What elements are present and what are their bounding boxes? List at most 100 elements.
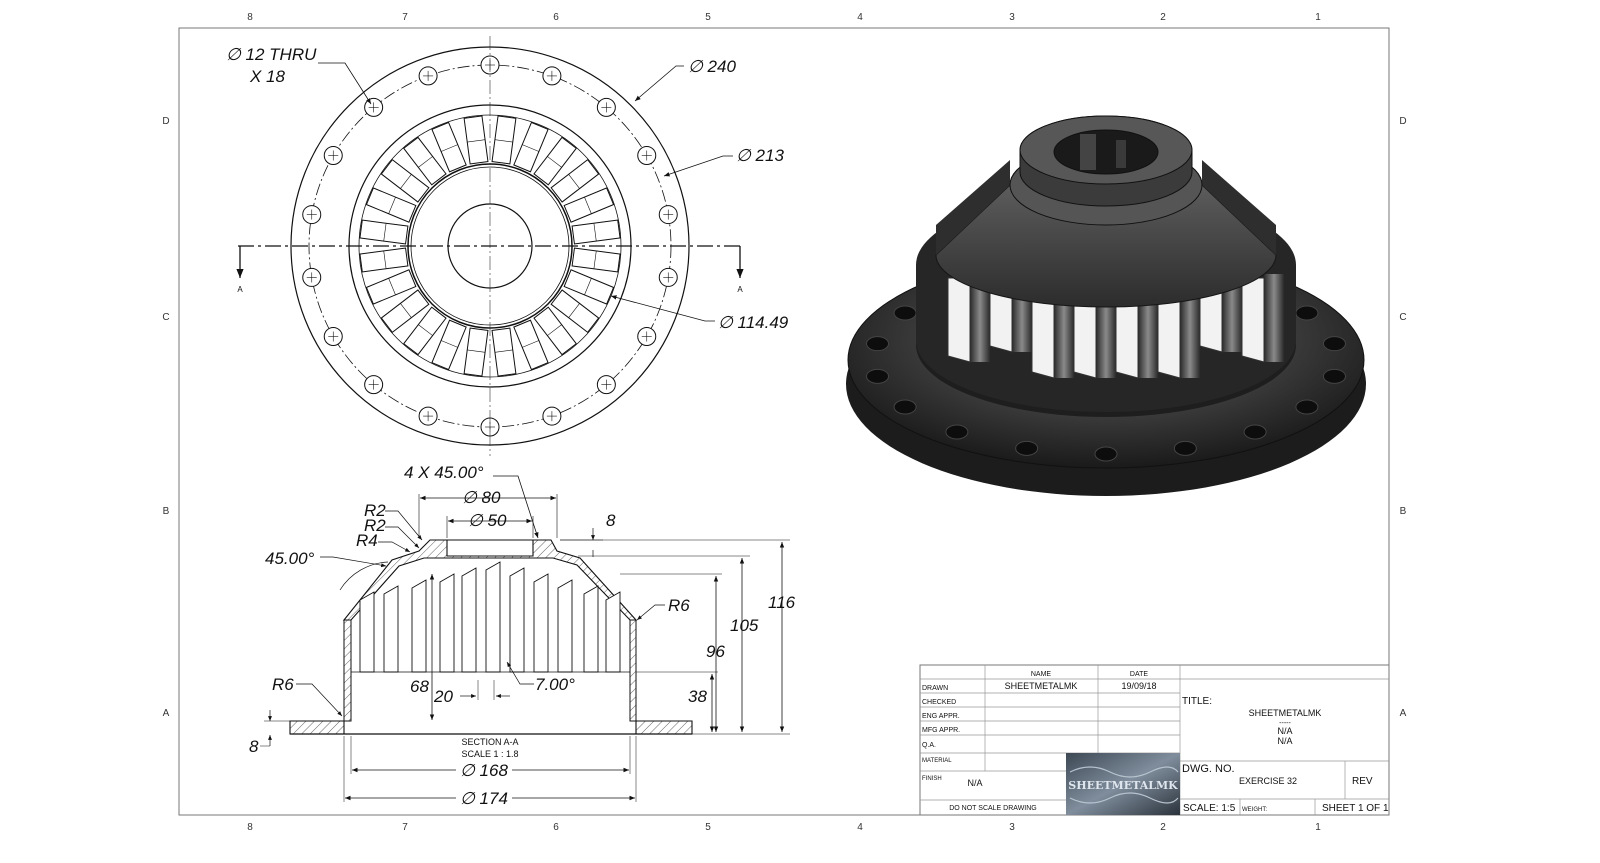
cage-slot <box>550 289 600 333</box>
dim-dia-213: ∅ 213 <box>736 146 784 165</box>
hub-inner-slat-2 <box>1116 140 1126 168</box>
tb-row-material: MATERIAL <box>922 758 952 764</box>
zone-row-right-D: D <box>1399 116 1406 127</box>
height-105: 105 <box>730 616 759 635</box>
tb-do-not-scale: DO NOT SCALE DRAWING <box>949 805 1037 812</box>
bolt-hole <box>302 267 322 287</box>
dim-dia-80: ∅ 80 <box>462 488 501 507</box>
tb-drawn-name: SHEETMETALMK <box>1005 681 1078 691</box>
bolt-hole <box>542 66 562 86</box>
logo-text: SHEETMETALMK <box>1068 779 1178 792</box>
wall-left <box>343 619 352 722</box>
zone-row-right-C: C <box>1399 312 1406 323</box>
tb-title-line1: SHEETMETALMK <box>1249 708 1322 718</box>
section-slot <box>509 567 525 673</box>
iso-bolt-hole <box>1094 446 1118 462</box>
tb-drawn-date: 19/09/18 <box>1121 681 1156 691</box>
top-view: A A ∅ 12 THRU X 18 ∅ 240 ∅ 213 ∅ 114.49 <box>226 36 789 456</box>
zone-col-bottom-2: 2 <box>1160 822 1166 833</box>
height-38: 38 <box>688 687 707 706</box>
cage-slot <box>431 121 467 173</box>
leader-holes <box>318 62 372 105</box>
radius-r6-right: R6 <box>668 596 690 615</box>
bolt-hole <box>637 327 657 346</box>
tb-row-mfg-appr: MFG APPR. <box>922 727 960 734</box>
leader-7deg <box>506 661 534 685</box>
cage-slot <box>359 219 409 245</box>
cage-slot <box>533 136 577 186</box>
bolt-hole <box>658 205 678 225</box>
company-logo <box>1066 753 1180 815</box>
cage-slot <box>359 247 409 273</box>
leader-r4 <box>378 541 411 553</box>
cage-slot <box>380 159 430 203</box>
dim-dia-168: ∅ 168 <box>460 761 508 780</box>
tb-col-name: NAME <box>1031 671 1052 678</box>
height-116: 116 <box>768 593 796 612</box>
iso-slat <box>1264 274 1284 362</box>
tb-title-label: TITLE: <box>1182 696 1212 707</box>
flange-right <box>635 720 693 735</box>
cage-slot <box>403 136 447 186</box>
cage-slot <box>571 219 621 245</box>
holes-callout: ∅ 12 THRU <box>226 45 317 64</box>
bolt-hole <box>302 205 322 225</box>
iso-bolt-hole <box>1173 440 1197 456</box>
angle-arc-45 <box>339 561 389 591</box>
cage-slot <box>563 187 615 223</box>
section-scale: SCALE 1 : 1.8 <box>461 749 518 759</box>
cone-cage-right <box>1202 160 1276 255</box>
dim-174-bg <box>456 788 512 808</box>
zone-row-left-D: D <box>162 116 169 127</box>
zone-col-top-3: 3 <box>1009 12 1015 23</box>
tb-dwg-no-value: EXERCISE 32 <box>1239 776 1297 786</box>
logo-wave-1 <box>1069 766 1179 778</box>
tb-title-line3: N/A <box>1277 726 1292 736</box>
zone-col-bottom-3: 3 <box>1009 822 1015 833</box>
section-slot <box>533 573 549 673</box>
dim-dia-240: ∅ 240 <box>688 57 736 76</box>
section-view: 4 X 45.00° ∅ 80 ∅ 50 8 R2 R2 R4 45.00° R… <box>249 463 796 808</box>
zone-col-bottom-6: 6 <box>553 822 559 833</box>
leader-r6-left <box>296 683 343 717</box>
zone-col-bottom-1: 1 <box>1315 822 1321 833</box>
cone-cage-left <box>936 160 1010 255</box>
dim-8-flange: 8 <box>249 737 259 756</box>
dim-dia-114: ∅ 114.49 <box>718 313 789 332</box>
zone-col-top-6: 6 <box>553 12 559 23</box>
dim-dia-174: ∅ 174 <box>460 789 508 808</box>
zone-col-top-2: 2 <box>1160 12 1166 23</box>
zone-col-bottom-5: 5 <box>705 822 711 833</box>
leader-r2-a <box>385 510 423 541</box>
holes-count: X 18 <box>249 67 286 86</box>
section-slot <box>583 585 599 673</box>
bolt-hole <box>596 375 616 395</box>
section-slot <box>605 591 621 673</box>
zone-col-top-5: 5 <box>705 12 711 23</box>
bolt-hole <box>542 406 562 426</box>
section-slots <box>359 561 621 673</box>
zone-col-bottom-4: 4 <box>857 822 863 833</box>
chamfer-callout: 4 X 45.00° <box>404 463 484 482</box>
cage-slot <box>533 306 577 356</box>
logo-wave-2 <box>1069 792 1179 804</box>
hub-bore <box>1053 129 1159 175</box>
leader-r2-b <box>385 526 420 549</box>
section-title: SECTION A-A <box>461 737 518 747</box>
title-block: NAME DATE DRAWN CHECKED ENG APPR. MFG AP… <box>919 664 1390 816</box>
cage-slot <box>380 289 430 333</box>
iso-bolt-hole <box>1322 336 1346 352</box>
bolt-hole <box>364 375 384 395</box>
angle-7: 7.00° <box>535 675 575 694</box>
zone-col-bottom-8: 8 <box>247 822 253 833</box>
tb-col-date: DATE <box>1130 671 1148 678</box>
section-slot <box>383 585 399 673</box>
dim-dia-50: ∅ 50 <box>468 511 507 530</box>
tb-row-drawn: DRAWN <box>922 685 948 692</box>
tb-row-eng-appr: ENG APPR. <box>922 713 960 720</box>
iso-opening <box>947 277 971 363</box>
